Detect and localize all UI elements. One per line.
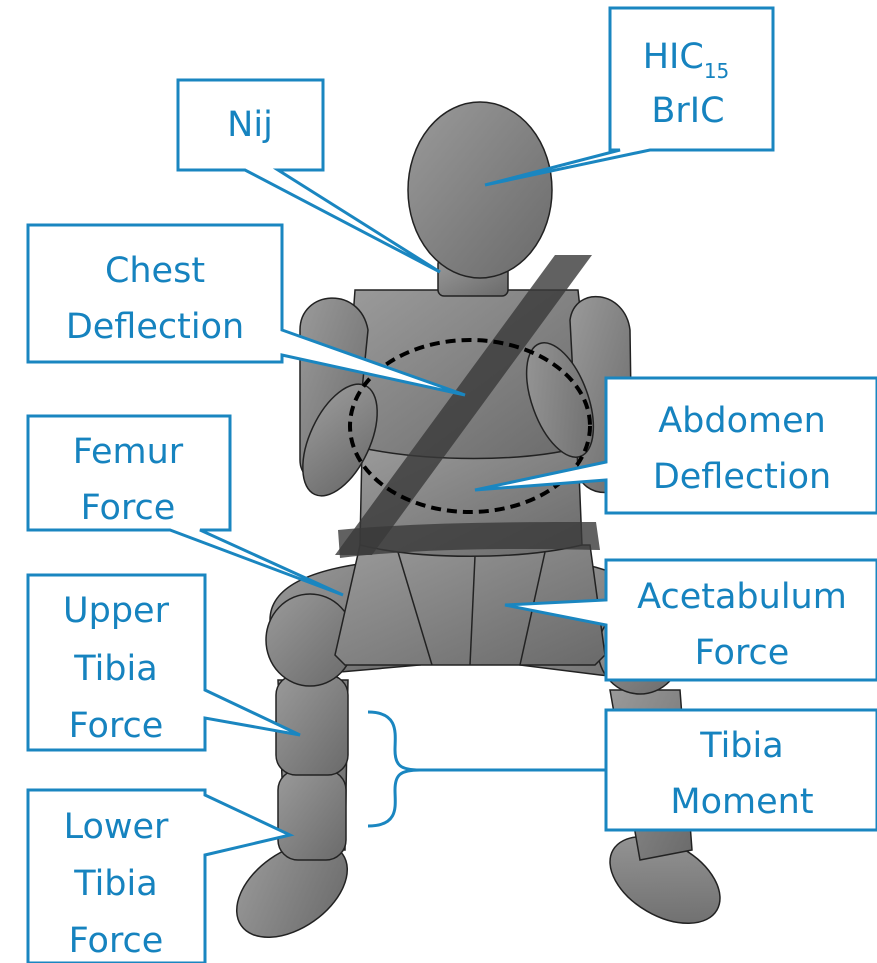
acetabulum-label-line1: Acetabulum [637, 577, 847, 617]
abdomen-label-line1: Abdomen [658, 401, 826, 441]
abdomen-label-line2: Deflection [653, 457, 831, 497]
chest-label-line1: Chest [105, 251, 205, 291]
tibia-moment-label-line1: Tibia [699, 726, 783, 766]
left-shin-lower [278, 770, 346, 860]
nij-label: Nij [227, 105, 273, 145]
lower-tibia-label-line3: Force [69, 921, 164, 961]
femur-label-line2: Force [81, 488, 176, 528]
lower-tibia-label-line2: Tibia [73, 864, 157, 904]
upper-tibia-label-line2: Tibia [73, 649, 157, 689]
chest-label-line2: Deflection [66, 307, 244, 347]
bric-label: BrIC [651, 91, 724, 131]
tibia-moment-label-line2: Moment [670, 782, 813, 822]
left-shin-upper [276, 675, 348, 775]
head [408, 102, 552, 278]
upper-tibia-label-line3: Force [69, 706, 164, 746]
lower-tibia-label-line1: Lower [64, 807, 169, 847]
tibia-moment-brace [368, 712, 420, 826]
upper-tibia-label-line1: Upper [63, 591, 170, 631]
femur-label-line1: Femur [73, 432, 184, 472]
acetabulum-label-line2: Force [695, 633, 790, 673]
